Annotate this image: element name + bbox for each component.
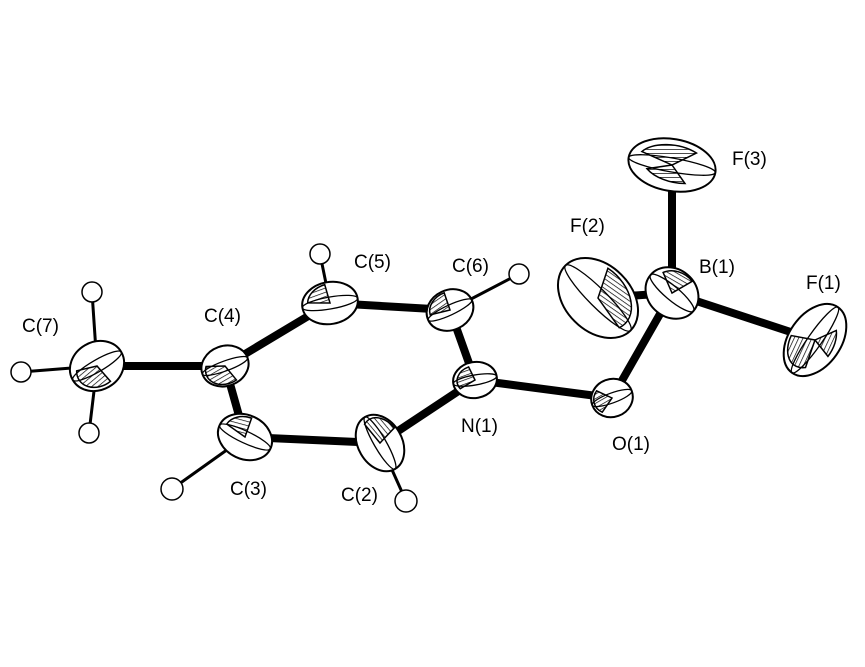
h-atom-c7-top [81, 281, 103, 303]
label-o1: O(1) [612, 434, 650, 455]
label-c3: C(3) [230, 479, 267, 500]
atom-f1 [782, 302, 848, 378]
bond-n1-o1 [471, 376, 616, 402]
atom-c7 [68, 339, 126, 393]
h-atom-c2 [394, 489, 418, 513]
h-atom-c7-left [10, 361, 32, 383]
atom-c6 [425, 288, 475, 332]
hydrogen-atoms [10, 243, 530, 513]
atom-c4 [200, 344, 250, 388]
label-c6: C(6) [452, 256, 489, 277]
label-c5: C(5) [354, 252, 391, 273]
atoms [68, 137, 848, 473]
h-atom-c6 [508, 263, 530, 285]
label-c4: C(4) [204, 306, 241, 327]
label-b1: B(1) [699, 257, 735, 278]
atom-f2 [556, 256, 640, 340]
h-atom-c5 [309, 243, 331, 265]
h-atom-c7-bottom [78, 422, 100, 444]
atom-c5 [301, 280, 359, 326]
h-atom-c3 [160, 477, 184, 501]
atom-o1 [590, 377, 634, 419]
atom-n1 [452, 360, 498, 400]
label-c7: C(7) [22, 316, 59, 337]
label-c2: C(2) [341, 485, 378, 506]
atom-f3 [627, 137, 717, 193]
label-f3: F(3) [732, 149, 767, 170]
atom-c3 [216, 412, 274, 462]
label-f2: F(2) [570, 216, 605, 237]
label-f1: F(1) [806, 273, 841, 294]
atom-labels: C(7) C(4) C(5) C(6) C(3) C(2) N(1) O(1) … [22, 149, 841, 506]
label-n1: N(1) [461, 416, 498, 437]
atom-c2 [354, 413, 406, 473]
atom-b1 [644, 266, 700, 320]
